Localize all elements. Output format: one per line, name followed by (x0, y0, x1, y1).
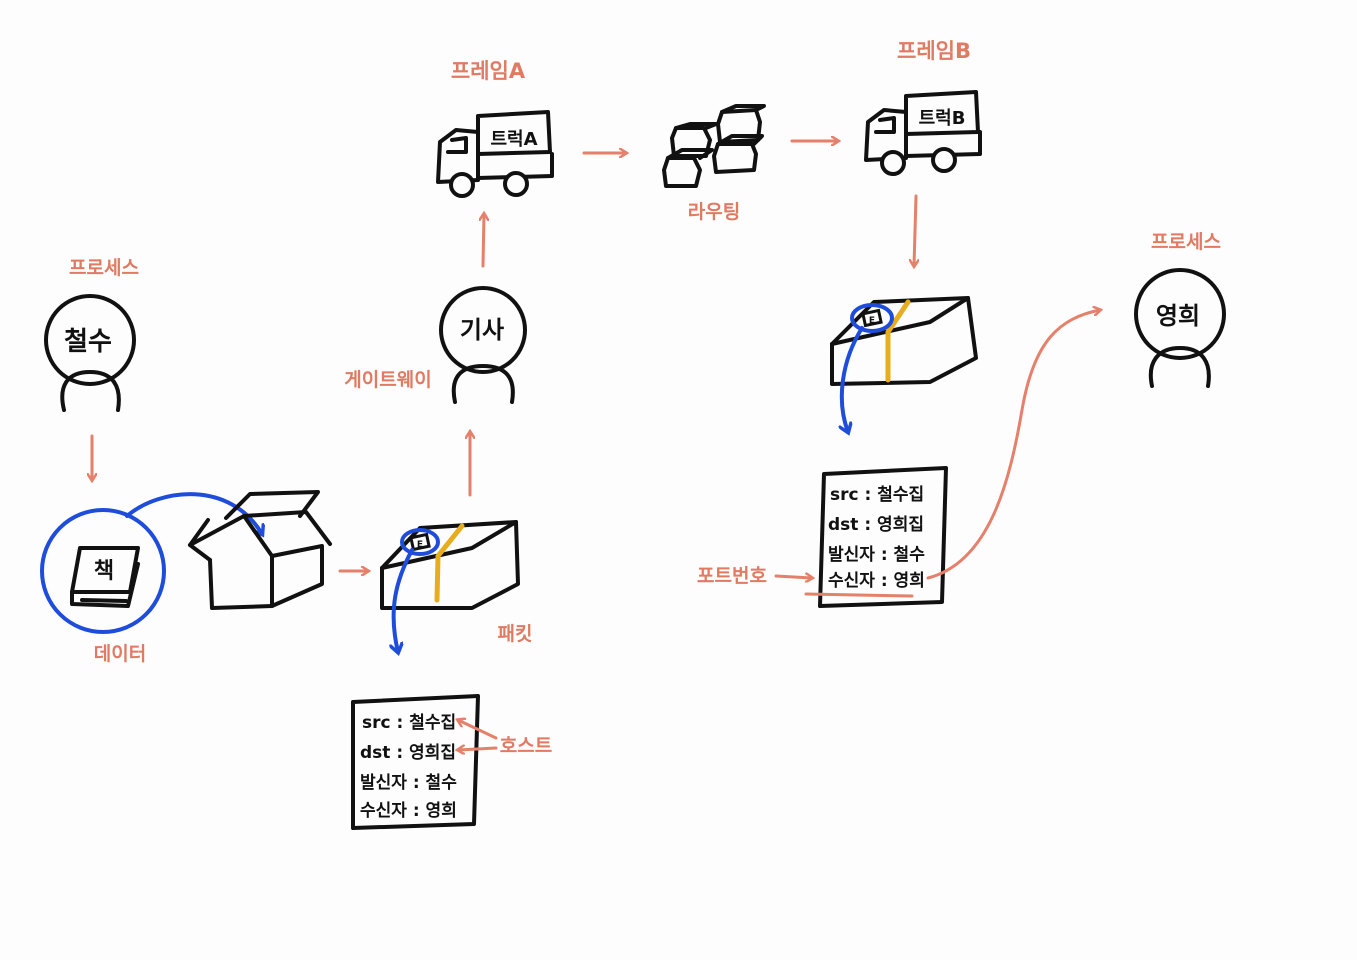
routing-boxes-icon (662, 104, 766, 188)
person-younghee-name: 영희 (1156, 302, 1200, 330)
packet-box-icon: E (380, 520, 520, 610)
truck-a-icon: 트럭A (436, 110, 554, 198)
book-label: 책 (94, 559, 114, 584)
person-driver-name: 기사 (460, 316, 504, 344)
arrow-label-to-note-left (394, 548, 414, 652)
note-left-line-4: 수신자 : 영희 (360, 801, 457, 821)
arrow-host-to-src (458, 720, 498, 740)
arrow-gateway-to-truck-a (483, 214, 484, 268)
note-right-line-2: dst : 영희집 (828, 515, 924, 535)
open-box-icon (188, 490, 332, 610)
arrow-truck-b-to-packet (914, 194, 916, 266)
port-number-label: 포트번호 (697, 565, 767, 587)
gateway-label: 게이트웨이 (344, 369, 431, 391)
packet-right-stamp: E (869, 316, 875, 326)
person-cheolsu-name: 철수 (64, 327, 112, 357)
note-left-line-1: src : 철수집 (362, 713, 456, 733)
note-right-line-1: src : 철수집 (830, 485, 924, 505)
arrow-host-to-dst (458, 748, 498, 750)
routing-label: 라우팅 (688, 201, 740, 223)
book-icon (70, 546, 140, 594)
label-highlight-circle (400, 528, 440, 556)
packet-box-right-icon: E (830, 296, 978, 386)
data-label: 데이터 (94, 643, 146, 665)
frame-a-label: 프레임A (451, 59, 526, 83)
note-right-line-3: 발신자 : 철수 (828, 545, 925, 565)
data-book: 책 (40, 508, 166, 634)
address-note-left: src : 철수집 dst : 영희집 발신자 : 철수 수신자 : 영희 (351, 694, 480, 830)
person-younghee: 영희 (1134, 268, 1226, 388)
arrow-label-to-note-right (842, 326, 864, 432)
note-left-line-3: 발신자 : 철수 (360, 773, 457, 793)
note-right-line-4: 수신자 : 영희 (828, 571, 925, 591)
packet-right-tape (885, 299, 911, 383)
frame-b-label: 프레임B (897, 39, 971, 63)
host-label: 호스트 (500, 735, 552, 757)
arrow-port-to-note (774, 576, 812, 578)
packet-stamp: E (417, 540, 423, 550)
arrow-note-to-younghee (926, 310, 1100, 580)
process-right-label: 프로세스 (1151, 231, 1221, 253)
label-right-highlight-circle (850, 303, 894, 333)
address-note-right: src : 철수집 dst : 영희집 발신자 : 철수 수신자 : 영희 (804, 466, 948, 608)
process-left-label: 프로세스 (69, 257, 139, 279)
person-driver: 기사 (439, 286, 527, 404)
packet-label: 패킷 (498, 623, 533, 645)
data-highlight-circle (40, 508, 166, 634)
note-left-line-2: dst : 영희집 (360, 743, 456, 763)
truck-b-label: 트럭B (919, 108, 966, 129)
truck-a-label: 트럭A (490, 129, 537, 150)
packet-tape (434, 523, 465, 603)
note-right-underline (804, 592, 914, 598)
person-cheolsu: 철수 (44, 294, 136, 412)
truck-b-icon: 트럭B (864, 90, 982, 176)
